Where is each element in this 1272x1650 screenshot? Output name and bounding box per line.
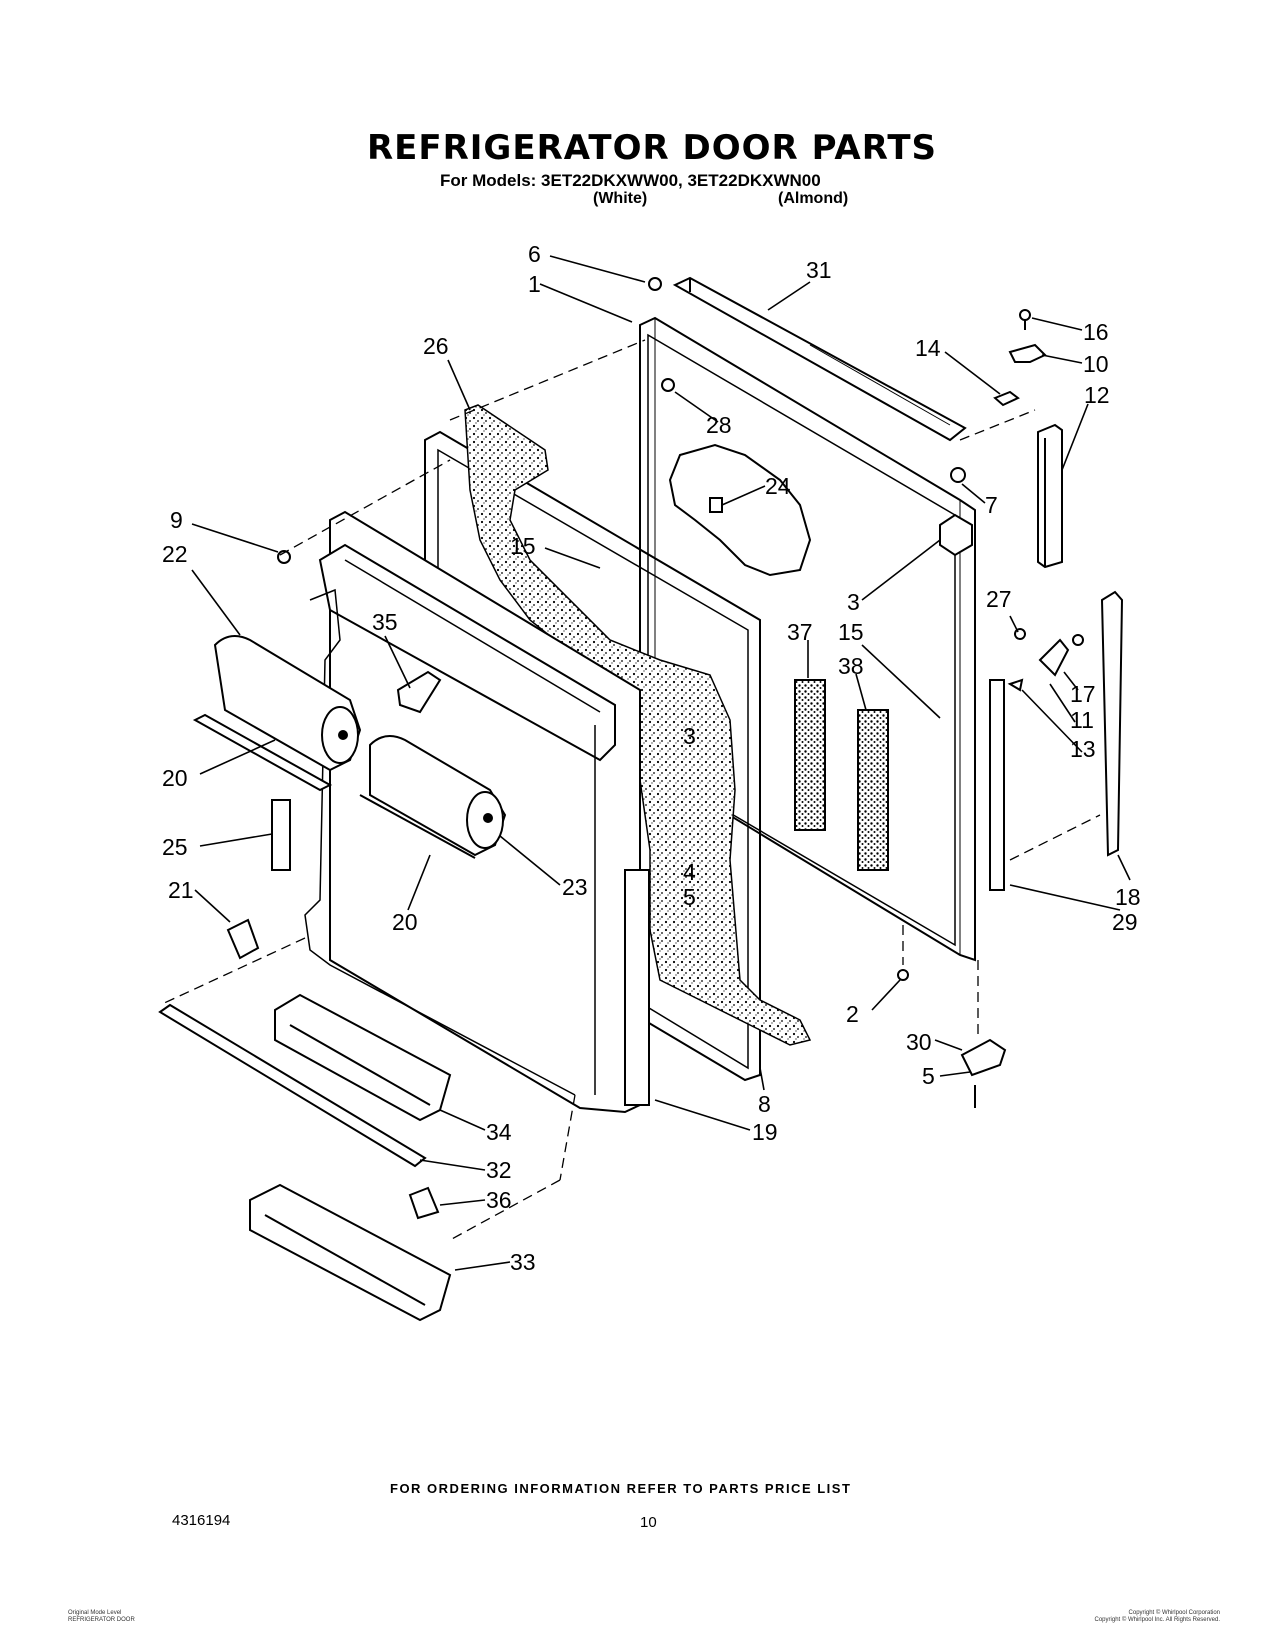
part-label: 27 (986, 586, 1012, 612)
part-label: 28 (706, 412, 732, 438)
part-label: 38 (838, 653, 864, 679)
part-label: 26 (423, 333, 449, 359)
clip-36 (408, 1186, 440, 1220)
document-number: 4316194 (172, 1512, 231, 1529)
part-label: 16 (1083, 319, 1109, 345)
fine-print-right: Copyright © Whirlpool Corporation Copyri… (1094, 1610, 1220, 1623)
part-label: 20 (392, 909, 418, 935)
part-label: 6 (528, 241, 541, 267)
part-label: 23 (562, 874, 588, 900)
part-label: 33 (510, 1249, 536, 1275)
variant-white: (White) (593, 190, 648, 207)
part-label: 15 (838, 619, 864, 645)
part-label: 4 (683, 859, 696, 885)
breaker-strip-left (794, 679, 826, 831)
door-stop-parts (1007, 638, 1070, 692)
fine-print-left: Original Mode Level REFRIGERATOR DOOR (68, 1610, 135, 1623)
bracket-part (271, 799, 291, 871)
screws (277, 277, 1084, 1108)
part-label: 35 (372, 609, 398, 635)
assembly-guides (159, 339, 1101, 1241)
part-label: 2 (846, 1001, 859, 1027)
trim-strip-18 (1100, 590, 1124, 857)
part-label: 29 (1112, 909, 1138, 935)
part-label: 31 (806, 257, 832, 283)
model-list: For Models: 3ET22DKXWW00, 3ET22DKXWN00 (440, 171, 821, 190)
top-trim-strip (672, 276, 967, 442)
part-label: 7 (985, 492, 998, 518)
part-label: 5 (683, 884, 696, 910)
part-label: 30 (906, 1029, 932, 1055)
door-bin-upper (192, 635, 362, 792)
part-label: 1 (528, 271, 541, 297)
part-label: 14 (915, 335, 941, 361)
part-label: 15 (510, 533, 536, 559)
top-hinge-assembly (939, 309, 1047, 557)
part-label: 25 (162, 834, 188, 860)
part-labels: 6 1 31 26 16 14 10 12 28 24 7 9 22 15 3 … (162, 241, 1141, 1275)
part-label: 37 (787, 619, 813, 645)
door-handle (1037, 423, 1063, 569)
dairy-door-clip (396, 670, 442, 714)
page-number: 10 (640, 1514, 657, 1531)
part-label: 24 (765, 473, 791, 499)
door-bin-middle (359, 735, 507, 859)
part-label: 34 (486, 1119, 512, 1145)
part-label: 32 (486, 1157, 512, 1183)
part-label: 19 (752, 1119, 778, 1145)
clip-part (226, 918, 260, 960)
part-label: 12 (1084, 382, 1110, 408)
part-label: 17 (1070, 681, 1096, 707)
part-label: 20 (162, 765, 188, 791)
part-label: 21 (168, 877, 194, 903)
part-label: 5 (922, 1063, 935, 1089)
part-label: 3 (847, 589, 860, 615)
part-label: 22 (162, 541, 188, 567)
ordering-note: FOR ORDERING INFORMATION REFER TO PARTS … (390, 1481, 852, 1496)
insulation-cutaway (668, 443, 812, 577)
part-label: 8 (758, 1091, 771, 1117)
door-bin-33 (249, 1183, 452, 1322)
part-label: 10 (1083, 351, 1109, 377)
part-label: 36 (486, 1187, 512, 1213)
leader-lines (191, 255, 1131, 1271)
breaker-strip-right (857, 709, 889, 871)
part-label: 9 (170, 507, 183, 533)
lower-hinge (960, 1038, 1007, 1077)
part-label: 18 (1115, 884, 1141, 910)
part-label: 11 (1070, 707, 1094, 733)
bottom-trim-strip (158, 1003, 427, 1168)
part-label: 3 (683, 723, 696, 749)
trim-strip-29 (989, 679, 1005, 891)
variant-almond: (Almond) (778, 190, 849, 207)
part-label: 13 (1070, 736, 1096, 762)
page-title: REFRIGERATOR DOOR PARTS (366, 128, 938, 168)
